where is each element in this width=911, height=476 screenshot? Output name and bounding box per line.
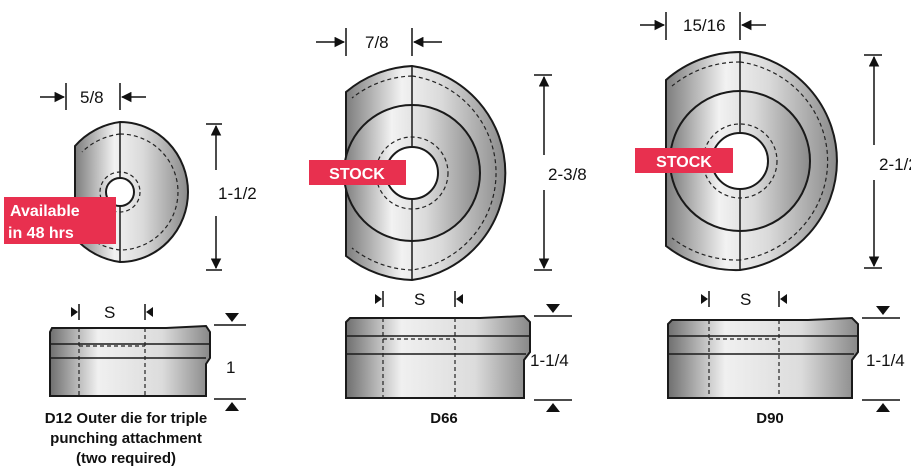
die-d12-availability-badge: Available in 48 hrs (4, 197, 116, 244)
die-d12-top-width-label: 5/8 (80, 88, 104, 107)
die-d90-caption-line-1: D90 (756, 410, 784, 427)
badge-background (635, 148, 733, 173)
die-d90-side-height-dimension: 1-1/4 (862, 306, 905, 412)
die-d90-side-height-label: 1-1/4 (866, 351, 905, 370)
die-d12-side-height-label: 1 (226, 358, 235, 377)
die-d66-caption-line-1: D66 (430, 410, 458, 427)
die-d90-height-label: 2-1/2 (879, 155, 911, 174)
die-d66-s-dimension: S (375, 290, 463, 309)
die-d90-badge-label: STOCK (656, 154, 712, 171)
die-d12-caption-line-2: punching attachment (50, 430, 202, 447)
die-d66-height-label: 2-3/8 (548, 165, 587, 184)
die-d12-side-view (49, 324, 211, 397)
die-d90-top-width-dimension: 15/16 (640, 12, 766, 40)
die-d90: 15/16 2-1/2 STOCK S (635, 12, 911, 427)
die-d90-side-view (667, 316, 859, 399)
die-d12-caption: D12 Outer die for triple punching attach… (45, 410, 208, 467)
die-d90-top-width-label: 15/16 (683, 16, 726, 35)
badge-background (4, 197, 116, 244)
die-d66-side-view (345, 314, 531, 399)
die-d66-side-height-label: 1-1/4 (530, 351, 569, 370)
die-d66-top-view (343, 64, 507, 282)
die-d90-height-dimension: 2-1/2 (864, 54, 911, 269)
die-d90-stock-badge: STOCK (635, 148, 733, 173)
die-d90-top-view (665, 50, 838, 272)
die-d12-side-height-dimension: 1 (214, 313, 246, 411)
die-d12-caption-line-3: (two required) (76, 450, 176, 467)
die-d12-caption-line-1: D12 Outer die for triple (45, 410, 208, 427)
die-d66-top-width-label: 7/8 (365, 33, 389, 52)
die-d66-stock-badge: STOCK (309, 160, 406, 185)
badge-background (309, 160, 406, 185)
die-d12-s-dimension: S (71, 303, 153, 322)
die-d12-s-label: S (104, 303, 115, 322)
die-d90-s-dimension: S (701, 290, 787, 309)
die-d66-height-dimension: 2-3/8 (534, 74, 587, 271)
die-d12: 5/8 1-1/2 Available in 48 hrs S (4, 83, 257, 467)
die-d12-height-label: 1-1/2 (218, 184, 257, 203)
die-d66-caption: D66 (430, 410, 458, 427)
die-d66-badge-label: STOCK (329, 166, 385, 183)
die-d66-side-height-dimension: 1-1/4 (530, 304, 572, 412)
die-d12-badge-line-1: Available (10, 203, 80, 220)
die-d12-badge-line-2: in 48 hrs (8, 225, 74, 242)
die-d12-height-dimension: 1-1/2 (206, 123, 257, 271)
die-d12-top-width-dimension: 5/8 (40, 83, 146, 110)
die-d66: 7/8 2-3/8 STOCK S (309, 28, 587, 427)
die-d90-s-label: S (740, 290, 751, 309)
die-d90-caption: D90 (756, 410, 784, 427)
die-d66-s-label: S (414, 290, 425, 309)
die-d66-top-width-dimension: 7/8 (316, 28, 442, 56)
